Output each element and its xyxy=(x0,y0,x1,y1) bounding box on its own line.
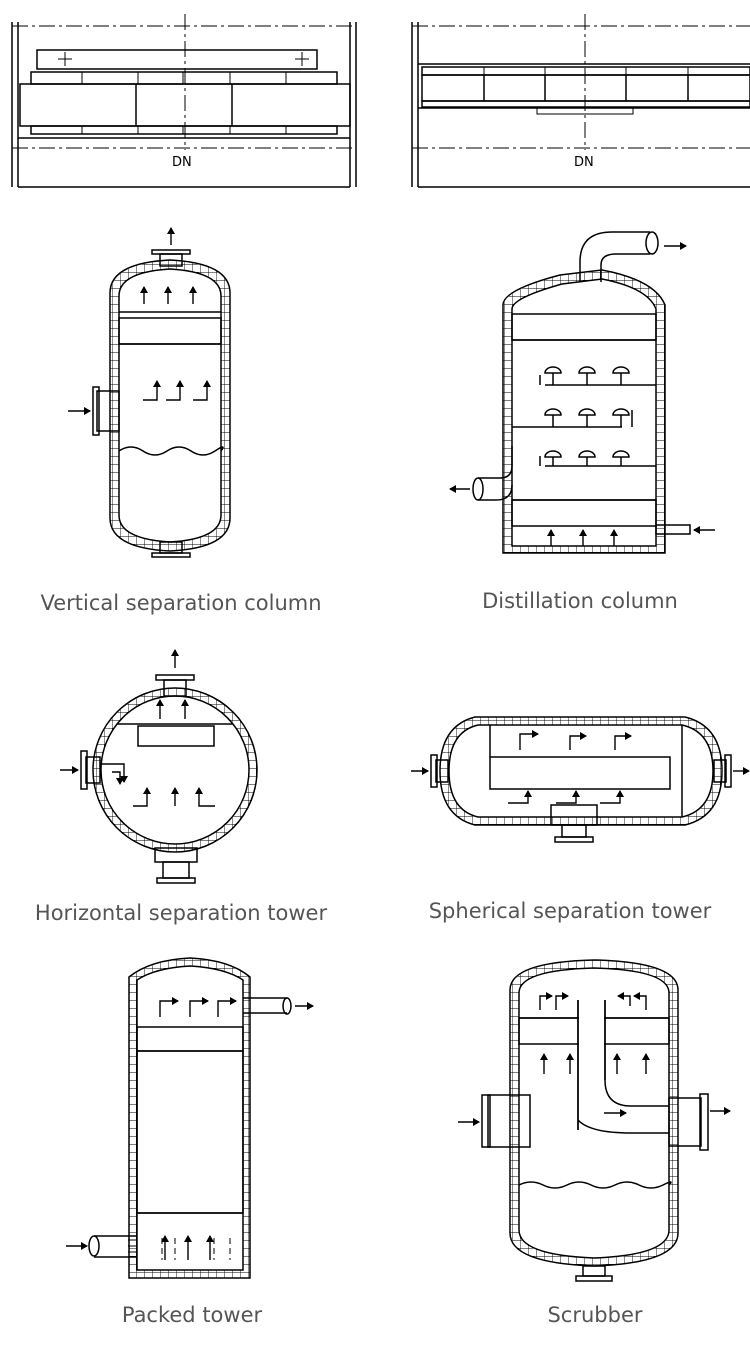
distillation-column xyxy=(449,231,715,554)
spherical-separation-tower xyxy=(411,716,750,843)
horizontal-separation-tower xyxy=(60,649,258,884)
bubble-cap-tray xyxy=(512,366,656,467)
caption-vertical-separation-column: Vertical separation column xyxy=(40,591,321,615)
caption-distillation-column: Distillation column xyxy=(482,589,678,613)
scrubber xyxy=(458,959,731,1282)
mesh-pad-detail-left: DN xyxy=(11,14,357,188)
vertical-separation-column xyxy=(68,227,231,558)
dn-label: DN xyxy=(574,155,594,170)
caption-scrubber: Scrubber xyxy=(547,1303,642,1327)
mesh-pad-detail-right: DN xyxy=(411,14,750,188)
packed-tower xyxy=(66,957,314,1279)
caption-packed-tower: Packed tower xyxy=(122,1303,263,1327)
dn-label: DN xyxy=(172,155,192,170)
caption-horizontal-separation-tower: Horizontal separation tower xyxy=(35,901,328,925)
caption-spherical-separation-tower: Spherical separation tower xyxy=(429,899,712,923)
